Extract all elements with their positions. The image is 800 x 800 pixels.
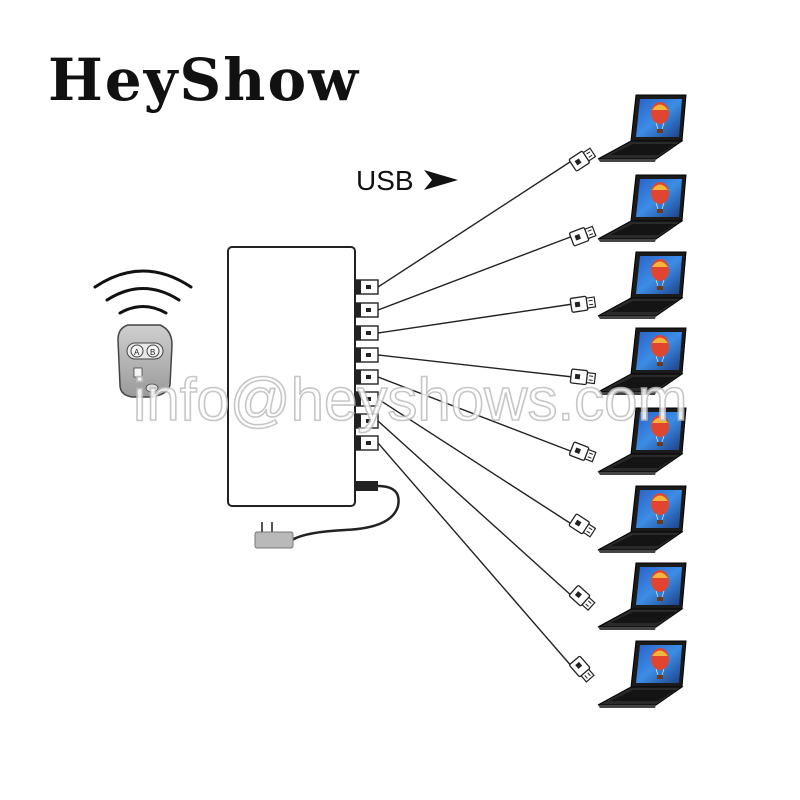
usb-connector-icon	[568, 225, 597, 247]
remote-control-icon: A B	[117, 324, 173, 398]
remote-button-a-label: A	[134, 348, 140, 357]
usb-port	[355, 302, 379, 318]
usb-label: USB	[356, 165, 458, 196]
usb-connector-icon	[569, 295, 597, 313]
usb-port	[355, 325, 379, 341]
laptop-icon	[597, 407, 687, 475]
usb-cable	[377, 376, 574, 453]
usb-cable	[377, 354, 574, 378]
brand-logo: HeyShow	[48, 46, 360, 114]
laptop-icon	[597, 174, 687, 242]
charging-hub-box	[227, 246, 356, 507]
remote-button-a	[130, 344, 144, 358]
usb-connector-icon	[568, 441, 597, 463]
brand-logo-text: HeyShow	[48, 46, 360, 114]
remote-button-b	[146, 344, 160, 358]
usb-cable	[377, 442, 574, 669]
remote-button-b-label: B	[150, 348, 155, 357]
usb-connector-icon	[568, 147, 597, 172]
power-cable	[254, 481, 400, 549]
laptop-icon	[597, 94, 687, 162]
laptop-icon	[597, 562, 687, 630]
usb-cable	[377, 420, 574, 598]
laptops	[597, 94, 687, 708]
wireless-signal-icon	[93, 269, 193, 315]
usb-connector-icon	[568, 585, 596, 611]
usb-connectors	[568, 147, 597, 683]
right-arrow-icon	[424, 170, 458, 190]
usb-connector-icon	[569, 655, 595, 683]
usb-connector-icon	[568, 513, 597, 538]
power-plug-icon	[254, 531, 294, 549]
usb-cable	[377, 303, 574, 334]
usb-cable	[377, 235, 574, 311]
laptop-icon	[597, 327, 687, 395]
watermark: info@heyshows.com	[133, 366, 687, 433]
laptop-icon	[597, 485, 687, 553]
usb-port	[355, 279, 379, 295]
laptop-icon	[597, 640, 687, 708]
usb-label-text: USB	[356, 165, 414, 196]
power-jack-icon	[356, 481, 378, 491]
usb-cables	[377, 159, 574, 669]
usb-port	[355, 435, 379, 451]
usb-cable	[377, 398, 574, 526]
laptop-icon	[597, 251, 687, 319]
usb-port	[355, 347, 379, 363]
usb-cable	[377, 159, 574, 288]
usb-connector-icon	[569, 368, 597, 386]
